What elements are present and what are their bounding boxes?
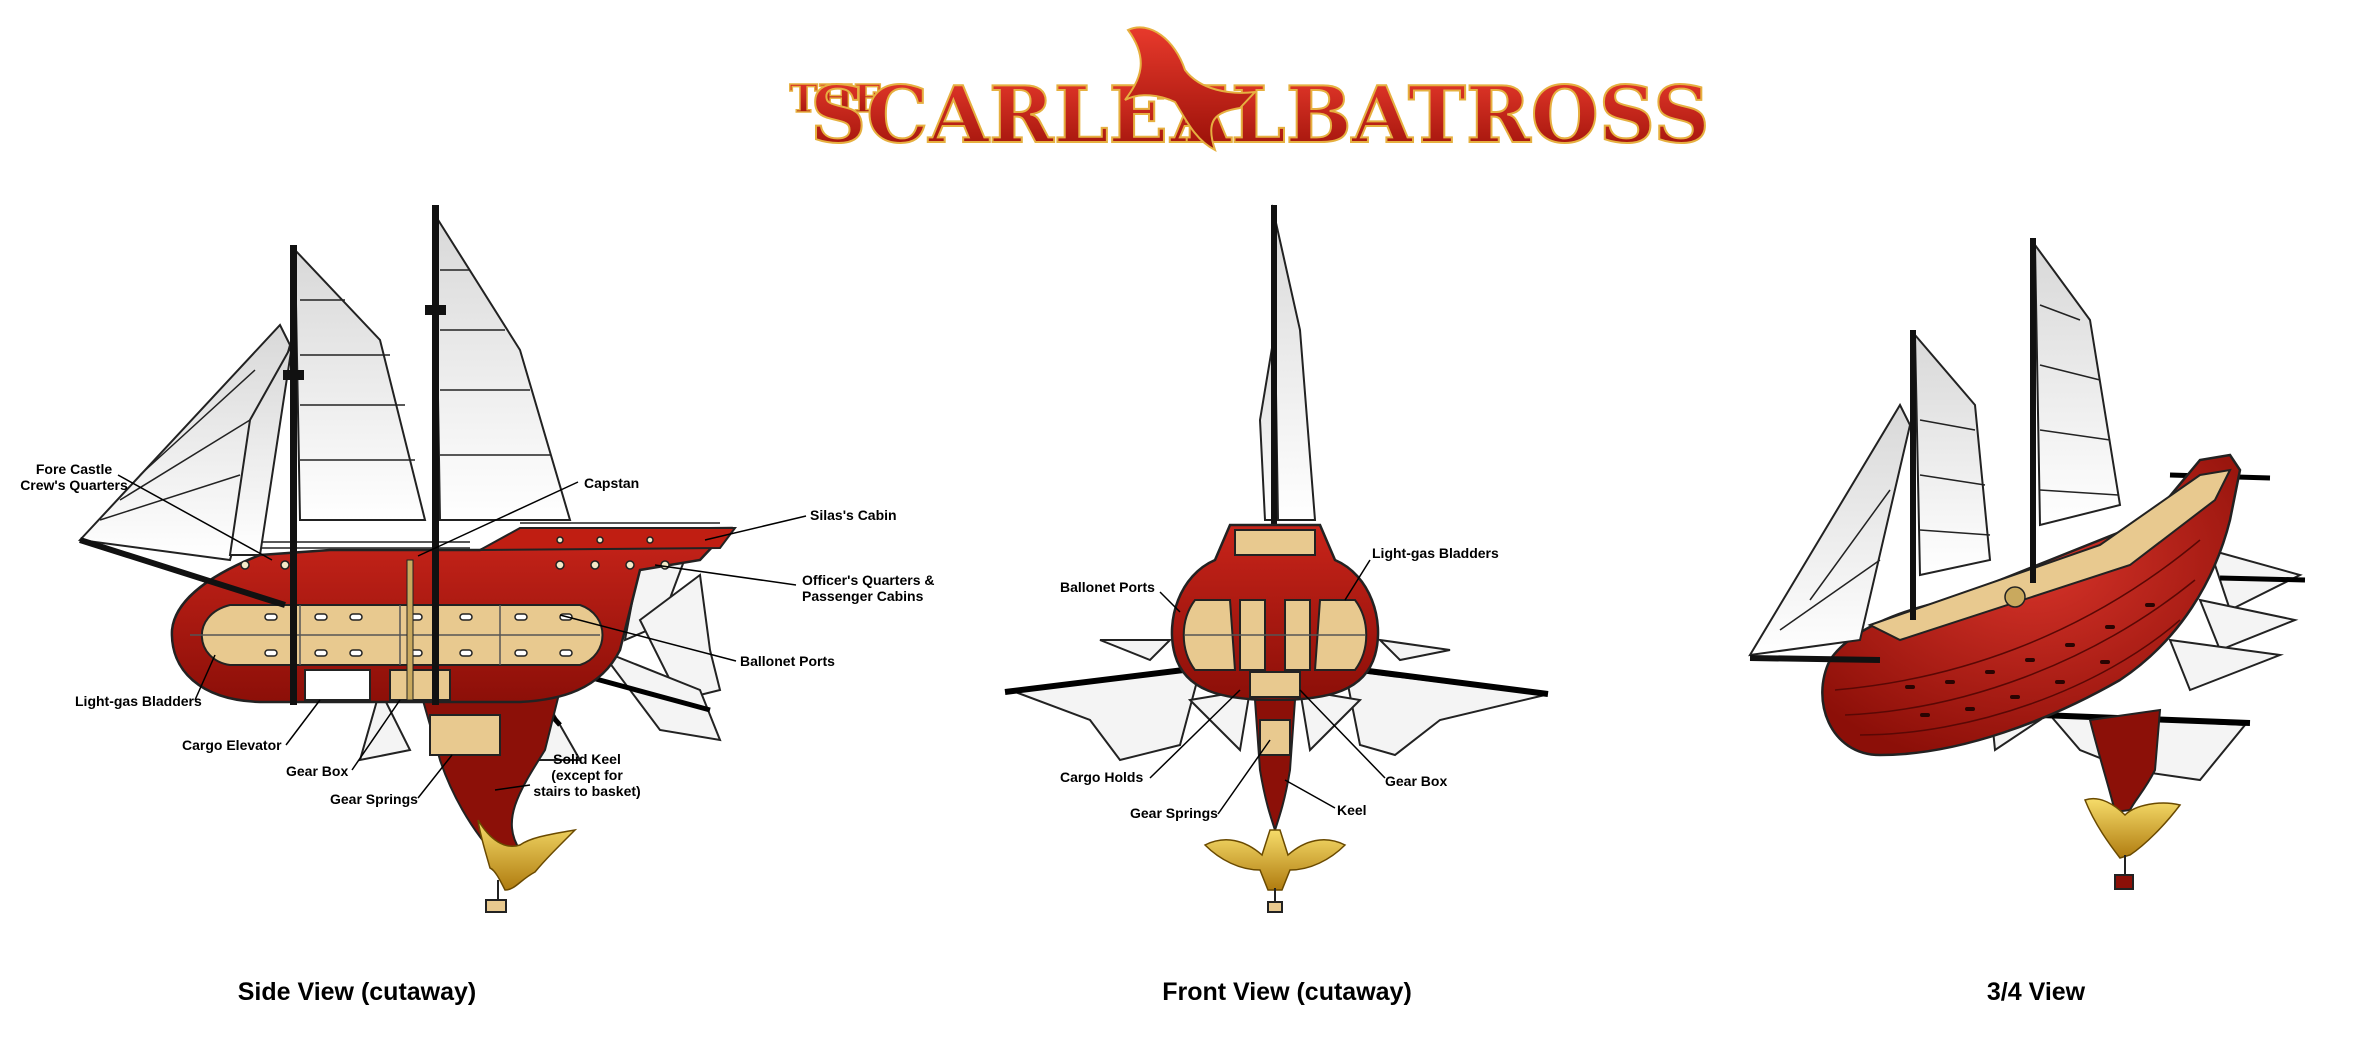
label-crews-quarters: Crew's Quarters: [20, 477, 128, 493]
front-gold-talon: [1203, 829, 1347, 891]
tq-deck: [1867, 468, 2232, 642]
tq-foremast: [1910, 330, 1916, 620]
front-view-title: Front View (cutaway): [1162, 978, 1412, 1006]
side-capstan: [406, 559, 414, 701]
tq-sail-battens: [1779, 304, 2119, 631]
side-view: Fore Castle Crew's Quarters Capstan Sila…: [20, 205, 935, 913]
side-bowsprit: [79, 537, 286, 608]
side-raised-cabin: [479, 527, 737, 551]
side-wings: [298, 543, 722, 762]
front-mast: [1271, 205, 1277, 725]
three-quarter-view-title: 3/4 View: [1986, 978, 2086, 1006]
label-passenger-cabins: Passenger Cabins: [802, 588, 924, 604]
label-cargo-holds: Cargo Holds: [1060, 769, 1143, 785]
tq-wing-spar-2: [2219, 575, 2306, 583]
label-front-gear-box: Gear Box: [1385, 773, 1447, 789]
tq-sails: [1748, 241, 2122, 657]
front-wing-spar-right: [1344, 665, 1549, 697]
side-mainmast: [432, 205, 439, 705]
front-sails: [1258, 204, 1317, 521]
front-gear-springs: [1259, 719, 1291, 756]
front-view: Ballonet Ports Light-gas Bladders Cargo …: [1004, 204, 1549, 913]
front-leader-lines: [1149, 559, 1386, 815]
side-view-title: Side View (cutaway): [237, 978, 477, 1006]
albatross-bird-icon: [1124, 26, 1258, 152]
label-side-ballonet-ports: Ballonet Ports: [740, 653, 835, 669]
label-officers-quarters: Officer's Quarters &: [802, 572, 935, 588]
three-quarter-view: [1748, 238, 2306, 890]
side-bladder-dividers: [190, 605, 600, 665]
label-side-gear-springs: Gear Springs: [330, 791, 418, 807]
title-logo: THE SCARLET ALBATROSS: [789, 26, 1711, 162]
front-gear-box: [1249, 671, 1301, 698]
tq-basket: [2114, 874, 2134, 890]
side-wing-spar-1: [584, 673, 711, 713]
label-front-keel: Keel: [1337, 802, 1367, 818]
side-mainmast-crosstree: [425, 305, 446, 315]
label-fore-castle: Fore Castle: [36, 461, 112, 477]
side-gear-box: [389, 669, 451, 701]
label-solid-keel: Solid Keel: [553, 751, 621, 767]
label-front-gear-springs: Gear Springs: [1130, 805, 1218, 821]
tq-capstan: [2004, 586, 2026, 608]
front-wing-spar-left: [1004, 665, 1201, 695]
side-portholes: [240, 536, 670, 570]
side-sail-battens: [99, 269, 550, 521]
label-front-ballonet-ports: Ballonet Ports: [1060, 579, 1155, 595]
side-cargo-elevator: [304, 669, 371, 701]
tq-keel: [2088, 708, 2162, 814]
tq-portholes: [1905, 603, 2155, 717]
side-sails: [77, 211, 572, 562]
tq-bowsprit: [1749, 655, 1881, 663]
tq-gold-talon: [2084, 798, 2182, 859]
logo-the: THE: [789, 76, 882, 121]
tq-mainmast: [2030, 238, 2036, 583]
label-front-lightgas: Light-gas Bladders: [1372, 545, 1499, 561]
side-foremast: [290, 245, 297, 705]
logo-word-albatross: ALBATROSS: [1169, 70, 1709, 161]
front-deck: [1234, 529, 1316, 556]
label-silas-cabin: Silas's Cabin: [810, 507, 897, 523]
side-basket: [485, 899, 507, 913]
side-leader-lines: [117, 474, 807, 799]
label-keel-note-1: (except for: [551, 767, 623, 783]
front-basket: [1267, 901, 1283, 913]
tq-hull-strakes: [1834, 539, 2201, 736]
label-side-gear-box: Gear Box: [286, 763, 348, 779]
side-foremast-crosstree: [283, 370, 304, 380]
side-gear-springs: [429, 714, 501, 756]
label-cargo-elevator: Cargo Elevator: [182, 737, 282, 753]
label-side-lightgas: Light-gas Bladders: [75, 693, 202, 709]
label-capstan: Capstan: [584, 475, 639, 491]
side-ballonet-ports: [264, 613, 573, 657]
label-keel-note-2: stairs to basket): [533, 783, 640, 799]
side-gold-talon: [477, 819, 578, 891]
